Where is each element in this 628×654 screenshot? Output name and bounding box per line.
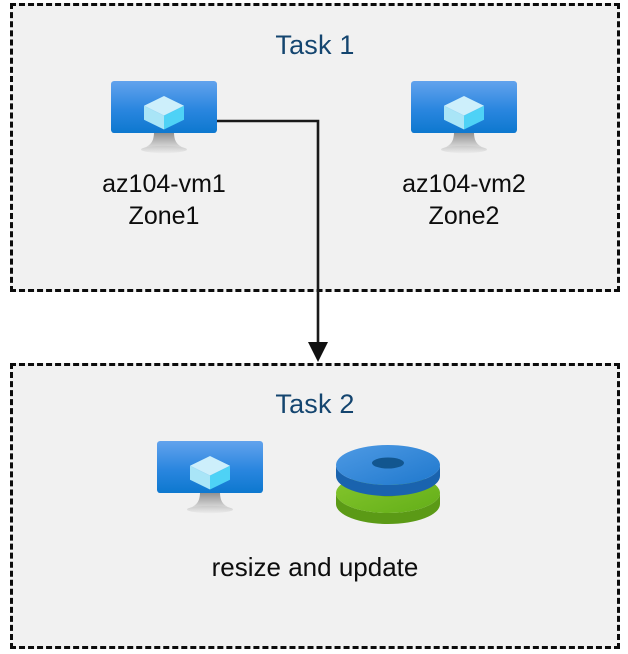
node-az104-vm1[interactable]: az104-vm1 Zone1	[52, 80, 276, 232]
node-az104-vm2[interactable]: az104-vm2 Zone2	[352, 80, 576, 232]
virtual-machine-icon	[411, 81, 517, 154]
task-1-title: Task 1	[275, 30, 355, 60]
node-label-az104-vm1: az104-vm1 Zone1	[102, 170, 226, 230]
node-task2-vm[interactable]	[150, 440, 270, 516]
node-label-az104-vm2: az104-vm2 Zone2	[402, 170, 526, 230]
task-2-caption: resize and update	[211, 552, 419, 582]
virtual-machine-icon	[111, 81, 217, 154]
managed-disks-icon	[335, 445, 440, 524]
task-2-title: Task 2	[275, 389, 355, 419]
down-arrow-icon	[308, 342, 328, 362]
task-2-container: Task 2	[10, 363, 620, 649]
virtual-machine-icon	[157, 441, 263, 514]
node-task2-disks[interactable]	[330, 440, 445, 524]
